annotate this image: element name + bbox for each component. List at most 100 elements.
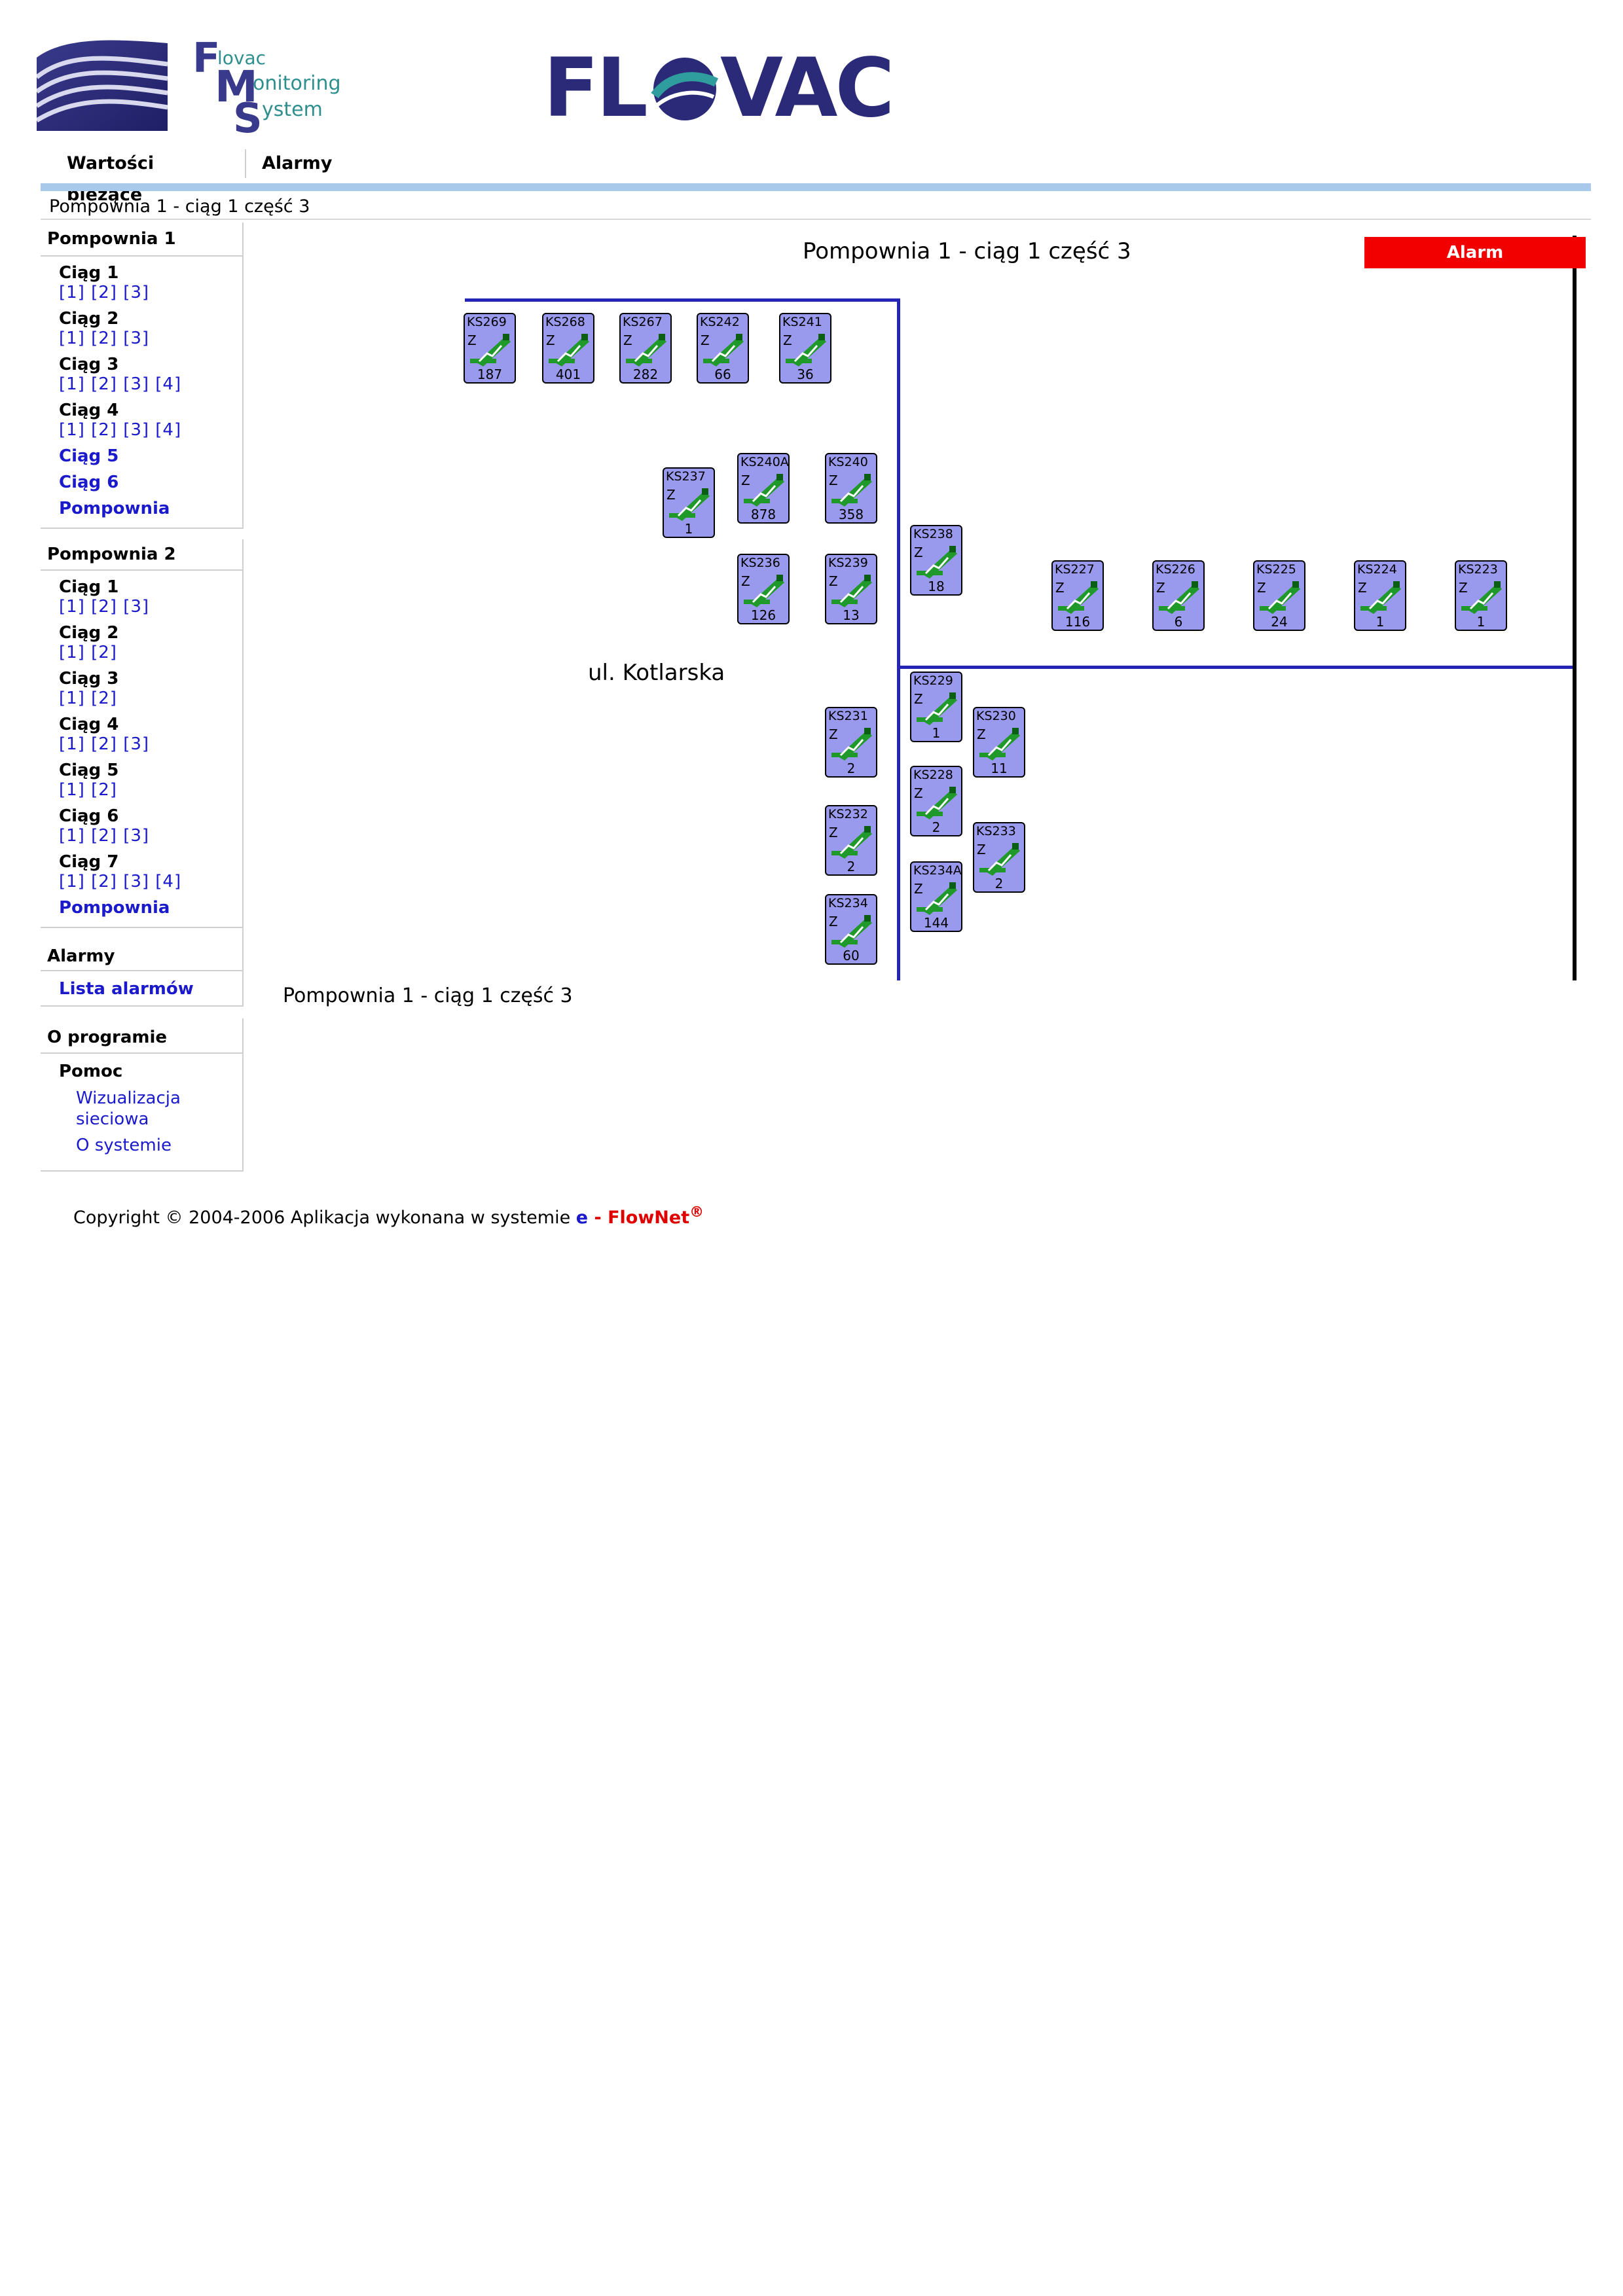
sensor-name: KS230 xyxy=(976,709,1016,723)
valve-icon xyxy=(831,915,872,948)
valve-icon xyxy=(917,692,957,725)
valve-icon xyxy=(917,787,957,819)
sensor-value: 1 xyxy=(1376,614,1385,630)
sidebar-p2-ciag7-links[interactable]: [1] [2] [3] [4] xyxy=(59,872,182,891)
valve-icon xyxy=(917,546,957,579)
sidebar-rule xyxy=(41,1005,244,1007)
alarm-indicator[interactable]: Alarm xyxy=(1364,237,1586,268)
sidebar-vrule xyxy=(242,1018,244,1172)
sidebar-p1-ciag3-links[interactable]: [1] [2] [3] [4] xyxy=(59,374,182,394)
sidebar-p1-pompownia-link[interactable]: Pompownia xyxy=(59,499,170,518)
sidebar-p2-ciag3: Ciąg 3 xyxy=(59,669,119,689)
footer-copyright: Copyright © 2004-2006 Aplikacja wykonana… xyxy=(73,1204,704,1228)
sidebar-p1-ciag2: Ciąg 2 xyxy=(59,309,119,329)
valve-icon xyxy=(979,843,1020,876)
sensor-flag: Z xyxy=(977,842,986,857)
sidebar-p2-ciag2-links[interactable]: [1] [2] xyxy=(59,643,117,662)
valve-icon xyxy=(470,334,511,367)
sidebar-p2-ciag1: Ciąg 1 xyxy=(59,577,119,597)
sidebar-head-alarmy: Alarmy xyxy=(47,946,115,966)
sensor-flag: Z xyxy=(1055,580,1065,596)
sensor-flag: Z xyxy=(829,573,838,589)
sensor-flag: Z xyxy=(1358,580,1367,596)
sidebar-p1-ciag5-link[interactable]: Ciąg 5 xyxy=(59,446,119,466)
sidebar-p1-ciag4-links[interactable]: [1] [2] [3] [4] xyxy=(59,420,182,440)
sidebar-p2-ciag3-links[interactable]: [1] [2] xyxy=(59,689,117,708)
sidebar-p1-ciag2-links[interactable]: [1] [2] [3] xyxy=(59,329,150,348)
sensor-name: KS228 xyxy=(913,768,953,782)
sidebar-osystemie-link[interactable]: O systemie xyxy=(76,1136,172,1155)
sensor-flag: Z xyxy=(1459,580,1468,596)
pipe-horizontal-right xyxy=(897,666,1576,669)
valve-icon xyxy=(549,334,589,367)
sidebar-lista-alarmow-link[interactable]: Lista alarmów xyxy=(59,979,194,999)
sensor-value: 878 xyxy=(750,507,776,522)
footer-flownet[interactable]: FlowNet xyxy=(608,1208,690,1228)
sensor-flag: Z xyxy=(666,487,676,503)
sidebar-p1-ciag6-link[interactable]: Ciąg 6 xyxy=(59,473,119,492)
sensor-name: KS231 xyxy=(828,709,868,723)
valve-icon xyxy=(979,728,1020,761)
fms-wave-icon xyxy=(37,40,168,131)
sidebar-p1-ciag1-links[interactable]: [1] [2] [3] xyxy=(59,283,150,302)
sensor-flag: Z xyxy=(829,473,838,488)
sidebar-p2-ciag4-links[interactable]: [1] [2] [3] xyxy=(59,734,150,754)
sidebar-p2-pompownia-link[interactable]: Pompownia xyxy=(59,898,170,918)
valve-icon xyxy=(744,575,784,607)
sensor-flag: Z xyxy=(914,691,923,707)
valve-icon xyxy=(917,882,957,915)
flovac-o-swirl-icon xyxy=(651,58,719,120)
sensor-flag: Z xyxy=(829,914,838,929)
tab-alarmy[interactable]: Alarmy xyxy=(262,153,333,173)
sidebar-pomoc: Pomoc xyxy=(59,1062,123,1081)
tab-wartosci-biezace[interactable]: Wartości bieżące xyxy=(67,153,155,205)
sensor-name: KS234 xyxy=(828,896,868,910)
sidebar-head-oprogramie: O programie xyxy=(47,1028,168,1047)
sidebar-p2-ciag6: Ciąg 6 xyxy=(59,806,119,826)
sensor-value: 1 xyxy=(684,521,693,537)
sidebar-rule xyxy=(41,1052,244,1054)
sidebar-p1-ciag3: Ciąg 3 xyxy=(59,355,119,374)
sidebar-p2-ciag1-links[interactable]: [1] [2] [3] xyxy=(59,597,150,617)
fms-letter-s: S xyxy=(233,94,263,142)
sidebar-vrule xyxy=(242,539,244,940)
breadcrumb: Pompownia 1 - ciąg 1 część 3 xyxy=(49,196,310,217)
sidebar-rule xyxy=(41,927,244,928)
sidebar-p2-ciag5-links[interactable]: [1] [2] xyxy=(59,780,117,800)
sensor-value: 18 xyxy=(928,579,945,594)
sidebar-wizualizacja-link[interactable]: Wizualizacja sieciowa xyxy=(76,1088,181,1129)
sensor-name: KS239 xyxy=(828,556,868,570)
valve-icon xyxy=(831,826,872,859)
sidebar-p2-ciag6-links[interactable]: [1] [2] [3] xyxy=(59,826,150,846)
sensor-value: 2 xyxy=(932,819,941,835)
tab-separator xyxy=(245,149,246,178)
sensor-value: 2 xyxy=(847,761,856,776)
footer-dash: - xyxy=(588,1208,608,1228)
sensor-value: 126 xyxy=(750,607,776,623)
sensor-value: 358 xyxy=(838,507,864,522)
